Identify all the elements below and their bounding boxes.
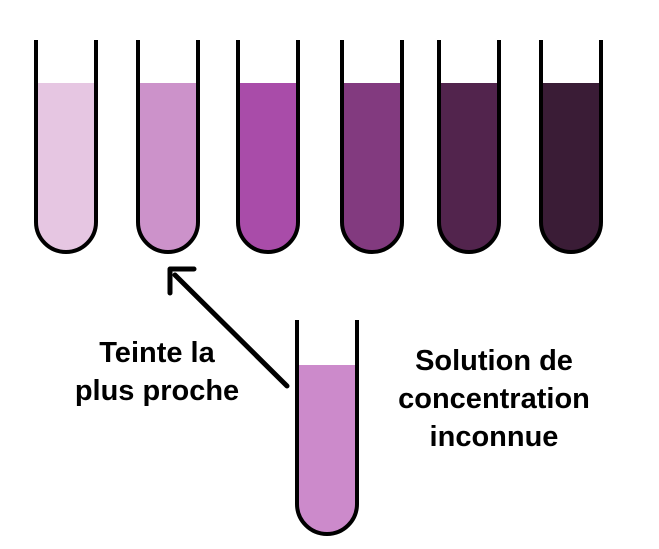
unknown-solution-line-2: concentration — [398, 383, 590, 415]
unknown-tube-liquid — [297, 365, 357, 534]
reference-tube-3 — [236, 40, 300, 254]
closest-shade-arrow — [172, 272, 290, 389]
reference-tube-1 — [34, 40, 98, 254]
reference-tube-4 — [340, 40, 404, 254]
closest-shade-line-2: plus proche — [74, 375, 240, 407]
reference-tube-2 — [136, 40, 200, 254]
reference-tube-4-liquid — [342, 83, 402, 252]
closest-shade-label: Teinte la plus proche — [52, 334, 262, 410]
arrowhead-icon — [167, 266, 197, 296]
reference-tube-3-glass — [236, 40, 300, 254]
closest-shade-line-1: Teinte la — [99, 337, 215, 369]
reference-tube-2-liquid — [138, 83, 198, 252]
reference-tube-5 — [437, 40, 501, 254]
reference-tube-6 — [539, 40, 603, 254]
reference-tube-row — [34, 40, 603, 254]
unknown-tube-glass — [295, 320, 359, 536]
reference-tube-1-glass — [34, 40, 98, 254]
reference-tube-1-liquid — [36, 83, 96, 252]
reference-tube-4-glass — [340, 40, 404, 254]
unknown-solution-line-1: Solution de — [415, 345, 573, 377]
reference-tube-2-glass — [136, 40, 200, 254]
reference-tube-3-liquid — [238, 83, 298, 252]
unknown-solution-line-3: inconnue — [429, 421, 559, 453]
reference-tube-5-glass — [437, 40, 501, 254]
unknown-solution-label: Solution de concentration inconnue — [378, 342, 610, 456]
reference-tube-6-glass — [539, 40, 603, 254]
reference-tube-5-liquid — [439, 83, 499, 252]
reference-tube-6-liquid — [541, 83, 601, 252]
unknown-sample-tube — [295, 320, 359, 536]
unknown-tube — [295, 320, 359, 536]
